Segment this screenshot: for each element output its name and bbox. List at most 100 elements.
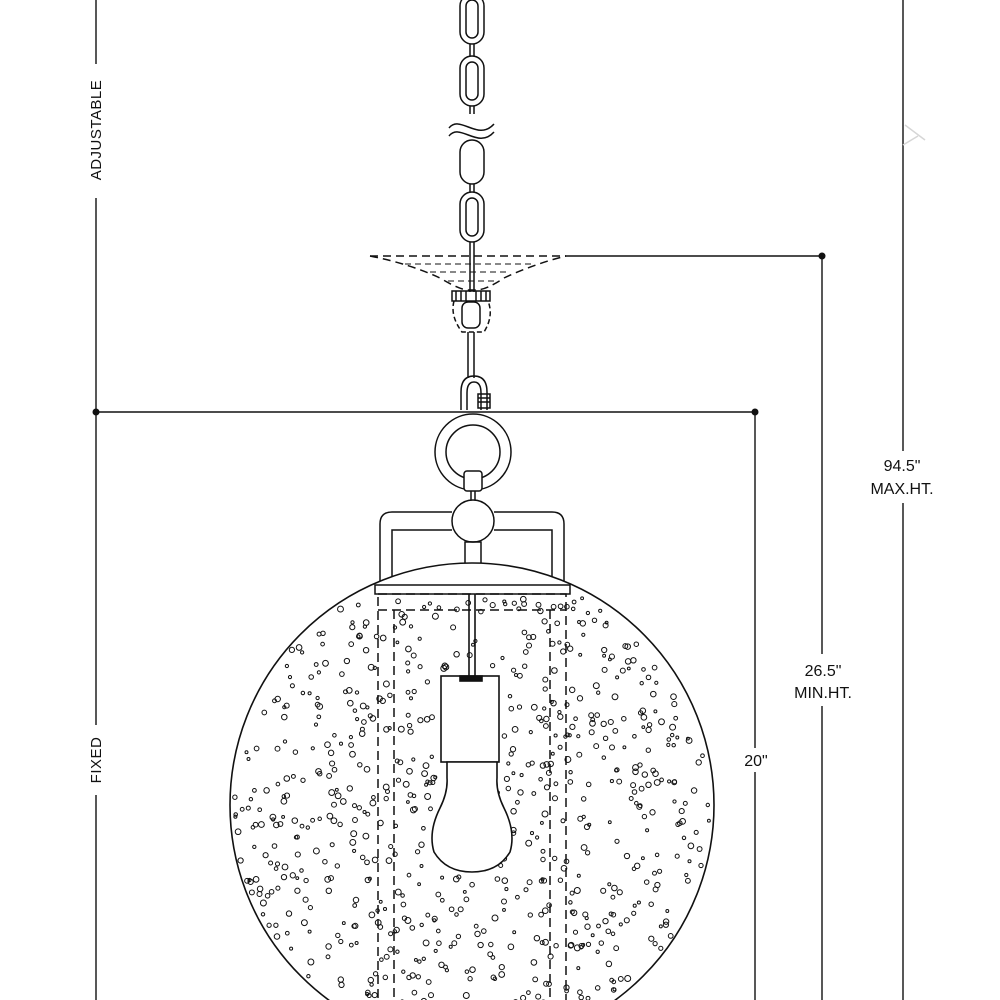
glass-bubble [557,713,564,720]
glass-bubble [433,948,438,953]
glass-bubble [580,596,585,601]
glass-bubble [262,852,269,859]
glass-bubble [363,765,371,773]
glass-bubble [684,877,691,884]
glass-bubble [382,783,390,791]
glass-bubble [501,898,507,905]
glass-bubble [395,777,402,783]
glass-bubble [273,922,279,928]
glass-bubble [306,974,311,979]
glass-bubble [400,893,405,898]
glass-bubble [435,928,441,934]
glass-bubble [576,751,583,758]
glass-bubble [578,652,583,657]
glass-bubble [266,922,272,928]
glass-bubble [502,599,507,604]
glass-bubble [584,850,591,856]
glass-bubble [252,788,257,793]
glass-bubble [246,757,251,761]
glass-bubble [618,922,623,927]
glass-bubble [252,876,260,883]
glass-bubble [367,663,375,671]
glass-bubble [355,717,360,722]
glass-bubble [527,912,533,918]
glass-bubble [665,909,670,913]
glass-bubble [630,782,637,789]
glass-bubble [598,940,605,946]
glass-bubble [602,653,607,658]
glass-bubble [294,834,300,840]
glass-bubble [619,667,626,674]
glass-bubble [451,940,458,947]
glass-bubble [637,803,643,809]
glass-bubble [284,930,290,936]
glass-bubble [436,940,442,946]
glass-bubble [546,902,552,908]
glass-bubble [291,817,299,824]
glass-bubble [263,787,270,794]
glass-bubble [349,624,356,631]
glass-bubble [294,887,301,894]
glass-bubble [397,725,405,733]
socket-body [440,675,500,763]
bracket-arm-left [379,511,452,585]
glass-bubble [678,808,685,815]
glass-bubble [641,725,646,730]
glass-bubble [273,821,280,829]
glass-bubble [538,777,543,782]
glass-bubble [500,655,505,661]
glass-bubble [516,704,523,710]
glass-bubble [469,966,476,973]
glass-bubble [354,690,360,695]
glass-bubble [539,940,545,946]
glass-bubble [394,758,400,764]
glass-bubble [405,645,412,653]
glass-bubble [651,664,658,671]
glass-bubble [576,695,584,702]
glass-bubble [414,849,421,855]
glass-bubble [545,769,552,776]
glass-bubble [408,624,414,629]
glass-bubble [361,719,367,725]
glass-bubble [540,848,546,854]
glass-bubble [643,879,650,885]
glass-bubble [407,728,414,735]
glass-bubble [320,641,325,647]
glass-bubble [314,701,321,708]
glass-bubble [283,792,291,799]
glass-bubble [560,864,568,872]
glass-bubble [670,693,677,701]
glass-bubble [667,933,674,939]
glass-bubble [706,818,711,823]
glass-bubble [581,942,586,947]
glass-bubble [657,868,663,874]
glass-bubble [501,733,508,739]
glass-bubble [442,663,450,671]
glass-bubble [349,750,356,758]
glass-bubble [669,732,675,738]
glass-bubble [631,910,637,916]
glass-bubble [557,603,564,610]
left-dim-dot [92,408,100,416]
max-height-value: 94.5" [884,458,921,475]
glass-bubble [526,634,532,641]
glass-bubble [528,730,533,735]
glass-bubble [402,780,410,788]
glass-bubble [431,612,439,620]
glass-bubble [569,909,575,915]
glass-bubble [567,645,574,652]
dimension-dots [92,252,826,416]
chain-link-inner [465,197,479,237]
glass-bubble [553,943,559,949]
glass-bubble [593,743,600,750]
glass-bubble [244,877,251,884]
glass-bubble [614,838,620,844]
glass-bubble [552,855,558,862]
glass-bubble [382,680,390,688]
glass-bubble [367,876,372,881]
glass-bubble [284,663,290,669]
glass-bubble [365,811,371,817]
glass-bubble [535,835,540,840]
glass-bubble [264,893,271,899]
